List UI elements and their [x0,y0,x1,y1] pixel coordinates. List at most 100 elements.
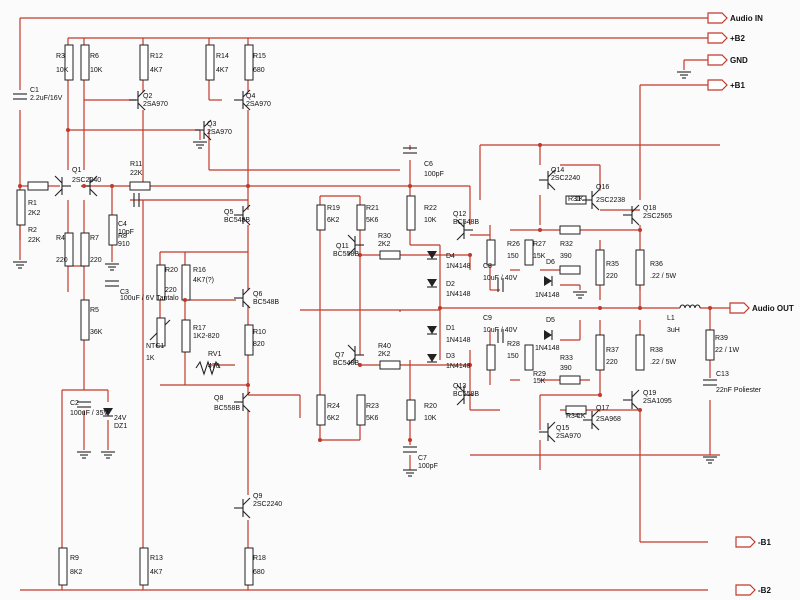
value-c1: 2.2uF/16V [30,95,63,102]
value-d6: 1N4148 [535,292,560,299]
resistor [635,249,645,286]
resistor [379,360,401,370]
ref-r33: R33 [560,355,573,362]
transistor-emitter [89,188,98,197]
transistor-collector [203,119,212,128]
resistor [139,547,149,586]
resistor [565,405,587,415]
value-c3: 100uF / 6V Tantalo [120,295,179,302]
transistor-collector [89,175,98,184]
resistor [524,344,534,371]
diode [544,276,552,286]
junction-dot [708,306,712,310]
diode [103,408,113,416]
ref-q13: Q13 [453,383,466,390]
junction-dot [468,253,472,257]
ref-q12: Q12 [453,211,466,218]
resistor [139,44,149,81]
resistor [181,264,191,301]
resistor [244,324,254,356]
junction-dot [538,143,542,147]
ref-q3: Q3 [207,121,216,128]
value-r20: 10K [424,415,437,422]
ref-q6: Q6 [253,291,262,298]
port-gnd-tag [707,54,728,66]
value-r29: 15K [533,378,546,385]
junction-dot [110,184,114,188]
resistor [356,204,366,231]
junction-dot [408,438,412,442]
port-b2-negative-tag [735,584,756,596]
ref-dz1: DZ1 [114,423,127,430]
port-b2-positive-label: +B2 [730,34,745,43]
value-r32: 390 [560,253,572,260]
transistor-emitter [631,402,640,411]
value-q7: BC548B [333,360,359,367]
resistor [244,44,254,81]
junction-dot [468,363,472,367]
ref-r11: R11 [130,161,142,168]
resistor [486,239,496,266]
value-q17: 2SA968 [596,416,621,423]
resistor [80,232,90,267]
ref-r36: R36 [650,261,663,268]
labels: C12.2uF/16VR12K2R222KR310KR610KQ12SC2240… [28,53,762,576]
value-q15: 2SA970 [556,433,581,440]
value-r2: 22K [28,237,41,244]
value-r13: 4K7 [150,569,163,576]
ref-d2: D2 [446,281,455,288]
resistor [356,394,366,426]
resistor [316,394,326,426]
transistor-emitter [591,422,600,431]
ref-q18: Q18 [643,205,656,212]
value-r8: 910 [118,241,130,248]
ref-r3: R3 [56,53,65,60]
value-d1: 1N4148 [446,337,471,344]
junction-dot [598,306,602,310]
ref-c3: C3 [120,289,129,296]
resistor [244,547,254,586]
value-dz1: 24V [114,415,127,422]
transistor-collector [242,287,251,296]
value-d3: 1N4148 [446,363,471,370]
ref-r23: R23 [366,403,379,410]
transistor-emitter [54,188,63,197]
transistor-collector [631,389,640,398]
value-r18: 680 [253,569,265,576]
transistor-collector [631,204,640,213]
value-r10: 820 [253,341,265,348]
value-q6: BC548B [253,299,279,306]
inductor-coil [689,304,696,309]
value-c9: 10uF / 40V [483,327,518,334]
transistor-emitter [137,102,146,111]
port-b1-positive-tag [707,79,728,91]
value-r12: 4K7 [150,67,163,74]
ref-q2: Q2 [143,93,152,100]
ref-r8: R8 [118,233,127,240]
value-q3: 2SA970 [207,129,232,136]
ref-r9: R9 [70,555,79,562]
transistor-emitter [242,102,251,111]
resistor [559,225,581,235]
resistor [595,334,605,371]
transistor-collector [242,497,251,506]
value-q13: BC558B [453,391,479,398]
value-c13: 22nF Poliester [716,387,762,394]
value-r40: 2K2 [378,351,391,358]
value-r22: 10K [424,217,437,224]
diode [544,330,552,340]
resistor [524,239,534,266]
resistor [16,189,26,226]
transistor-emitter [242,217,251,226]
ref-c2: C2 [70,400,79,407]
ref-r10: R10 [253,329,266,336]
ref-r39: R39 [715,335,728,342]
ref-r20: R20 [424,403,437,410]
ref-r32: R32 [560,241,573,248]
resistor [80,44,90,81]
ref-d3: D3 [446,353,455,360]
value-r33: 390 [560,365,572,372]
value-q19: 2SA1095 [643,398,672,405]
transistor-collector [54,175,63,184]
ref-d4: D4 [446,253,455,260]
